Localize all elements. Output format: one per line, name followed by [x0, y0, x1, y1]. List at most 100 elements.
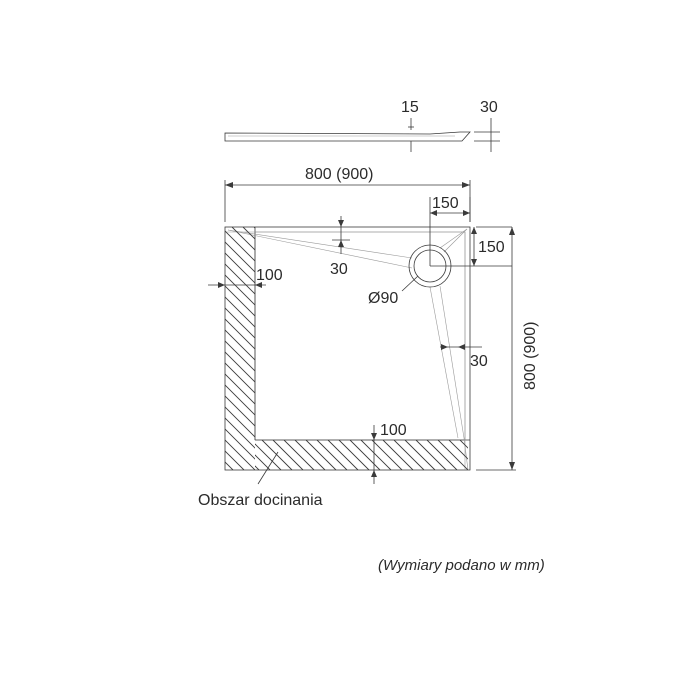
- hatch-line: [463, 227, 696, 470]
- hatch-line: [141, 440, 171, 470]
- hatch-line: [225, 318, 255, 350]
- hatch-line: [75, 440, 105, 470]
- hatch-line: [316, 440, 348, 470]
- hatch-line: [0, 227, 211, 470]
- hatch-line: [419, 227, 662, 470]
- hatch-line: [584, 227, 696, 470]
- hatch-line: [242, 227, 255, 240]
- hatch-line: [382, 440, 414, 470]
- drain-y-dimension: [471, 226, 512, 266]
- hatch-line: [0, 227, 156, 470]
- hatch-line: [225, 329, 255, 361]
- side-profile-view: [224, 118, 500, 152]
- hatch-line: [515, 440, 545, 470]
- hatch-line: [261, 440, 293, 470]
- hatch-line: [0, 227, 200, 470]
- hatch-line: [338, 440, 370, 470]
- hatch-line: [225, 439, 255, 470]
- hatch-line: [625, 440, 655, 470]
- hatch-line: [437, 440, 468, 470]
- hatch-line: [0, 227, 134, 470]
- hatch-line: [0, 440, 17, 470]
- hatch-line: [636, 440, 666, 470]
- height-dimension: [476, 227, 516, 471]
- hatch-line: [225, 307, 255, 339]
- hatch-line: [592, 440, 622, 470]
- hatch-line: [152, 440, 182, 470]
- hatch-line: [225, 461, 234, 470]
- hatch-line: [97, 440, 127, 470]
- units-note: (Wymiary podano w mm): [378, 557, 545, 574]
- hatch-line: [393, 440, 425, 470]
- hatch-line: [225, 340, 255, 372]
- hatch-line: [397, 227, 640, 470]
- hatch-line: [0, 227, 189, 470]
- hatch-line: [573, 227, 696, 470]
- hatch-line: [174, 440, 204, 470]
- hatch-line: [349, 440, 381, 470]
- hatch-line: [272, 440, 304, 470]
- hatch-line: [415, 440, 447, 470]
- hatch-line: [225, 395, 255, 427]
- hatch-line: [225, 428, 255, 460]
- hatch-line: [327, 440, 359, 470]
- hatch-line: [504, 440, 534, 470]
- height-label: 800 (900): [522, 322, 539, 391]
- hatch-line: [0, 440, 6, 470]
- diameter-label: Ø90: [368, 290, 398, 307]
- hatch-line: [0, 440, 28, 470]
- hatch-line: [430, 227, 673, 470]
- hatch-line: [452, 227, 695, 470]
- hatch-line: [360, 440, 392, 470]
- hatch-line: [0, 227, 101, 470]
- bottom-trim-dimension: [371, 425, 377, 484]
- hatch-line: [20, 440, 50, 470]
- hatch-line: [305, 440, 337, 470]
- hatch-line: [0, 227, 145, 470]
- hatch-line: [108, 440, 138, 470]
- hatch-line: [426, 440, 458, 470]
- hatch-line: [225, 373, 255, 405]
- hatch-line: [225, 252, 255, 284]
- hatch-line: [287, 227, 530, 470]
- dim-label-30-top: 30: [480, 99, 498, 116]
- hatch-line: [614, 440, 644, 470]
- hatch-line: [459, 440, 468, 449]
- hatch-line: [0, 227, 90, 470]
- hatch-line: [163, 440, 193, 470]
- trim-area-leader: [257, 451, 279, 485]
- tray-outline: [224, 226, 471, 471]
- hatch-line: [42, 440, 72, 470]
- hatch-line: [559, 440, 589, 470]
- hatch-line: [526, 440, 556, 470]
- hatch-line: [119, 440, 149, 470]
- hatch-line: [207, 440, 237, 470]
- hatch-line: [0, 227, 178, 470]
- hatch-line: [225, 417, 255, 449]
- hatch-line: [53, 440, 83, 470]
- hatch-line: [537, 440, 567, 470]
- hatch-line: [570, 440, 600, 470]
- left-trim-label: 100: [256, 267, 283, 284]
- hatch-line: [441, 227, 684, 470]
- hatch-line: [595, 227, 696, 470]
- hatch-line: [218, 440, 248, 470]
- hatch-line: [231, 227, 255, 251]
- hatch-line: [185, 440, 215, 470]
- hatch-line: [529, 227, 696, 470]
- hatch-line: [196, 440, 226, 470]
- hatch-line: [255, 454, 271, 470]
- hatch-line: [371, 440, 403, 470]
- hatch-line: [0, 227, 222, 470]
- drain-circle: [408, 197, 512, 288]
- hatch-line: [130, 440, 160, 470]
- hatch-line: [548, 440, 578, 470]
- hatch-line: [0, 227, 112, 470]
- left-trim-dimension: [208, 282, 266, 288]
- inner-offset-dimension: [332, 216, 350, 254]
- drain-y-label: 150: [478, 239, 505, 256]
- hatch-line: [518, 227, 696, 470]
- hatch-line: [647, 440, 677, 470]
- hatch-line: [540, 227, 696, 470]
- hatch-line: [0, 227, 68, 470]
